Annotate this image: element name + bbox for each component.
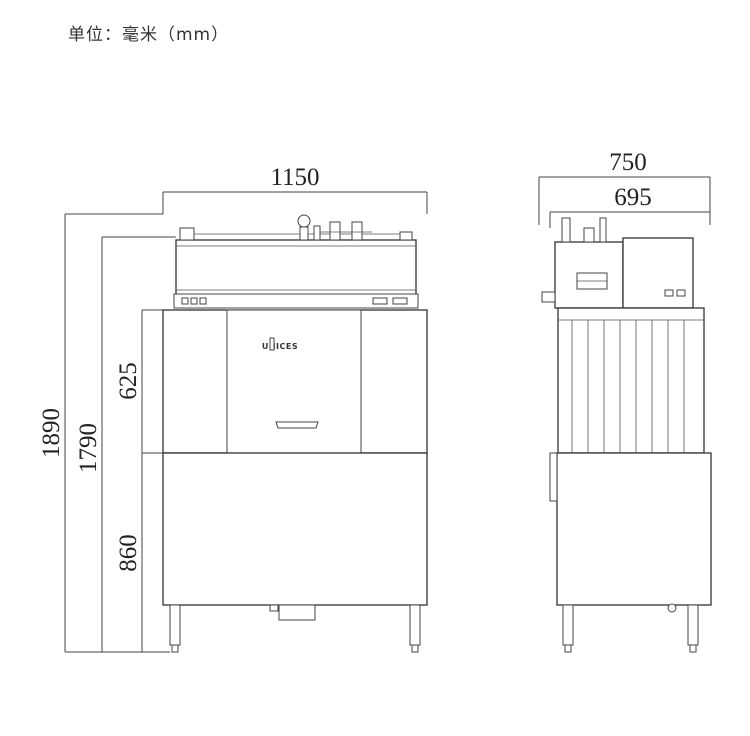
dim-side-width: 750: [609, 149, 647, 176]
dim-lower-height: 860: [115, 534, 142, 572]
drain-valve: [667, 603, 677, 613]
dim-front-width: 1150: [270, 164, 319, 191]
dim-body-height: 1790: [75, 423, 102, 473]
door-handle: [275, 421, 319, 429]
brand-logo-mark: [269, 337, 275, 351]
brand-logo-text: UNICES: [262, 342, 298, 351]
dim-upper-height: 625: [115, 362, 142, 400]
front-dimension-lines: [64, 191, 428, 653]
dim-side-inner-width: 695: [614, 184, 652, 211]
side-dimension-lines: [538, 176, 711, 228]
side-view: [541, 217, 712, 653]
dim-total-height: 1890: [38, 408, 65, 458]
unit-label: 单位：毫米（mm）: [68, 25, 230, 45]
front-view: UNICES: [162, 214, 428, 653]
